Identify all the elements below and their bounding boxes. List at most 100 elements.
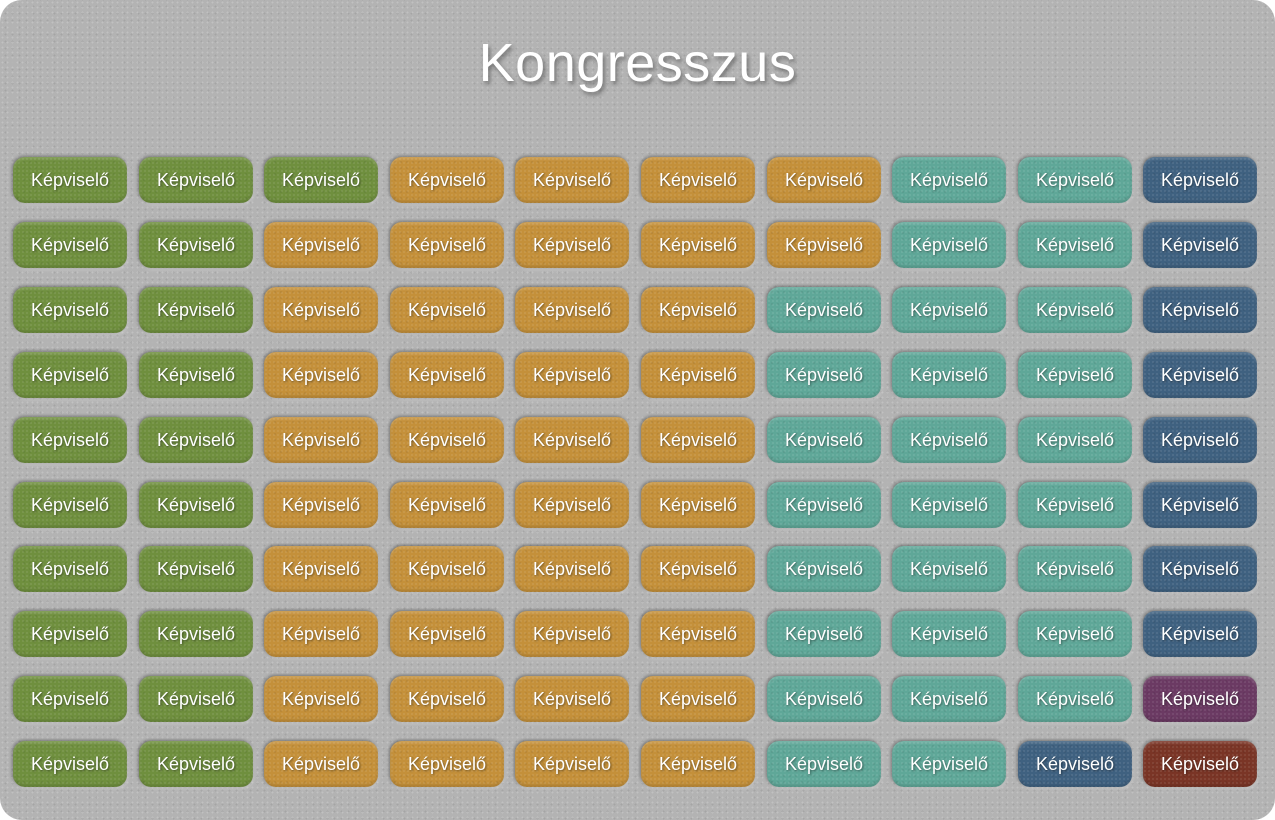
seat[interactable]: Képviselő (767, 741, 881, 787)
seat[interactable]: Képviselő (892, 222, 1006, 268)
seat[interactable]: Képviselő (264, 352, 378, 398)
seat[interactable]: Képviselő (641, 222, 755, 268)
seat[interactable]: Képviselő (390, 157, 504, 203)
seat[interactable]: Képviselő (264, 611, 378, 657)
seat[interactable]: Képviselő (139, 676, 253, 722)
seat[interactable]: Képviselő (1143, 611, 1257, 657)
seat[interactable]: Képviselő (13, 417, 127, 463)
seat[interactable]: Képviselő (264, 287, 378, 333)
seat[interactable]: Képviselő (641, 611, 755, 657)
seat[interactable]: Képviselő (767, 222, 881, 268)
seat[interactable]: Képviselő (1018, 222, 1132, 268)
seat[interactable]: Képviselő (515, 741, 629, 787)
seat[interactable]: Képviselő (892, 417, 1006, 463)
seat[interactable]: Képviselő (139, 482, 253, 528)
seat[interactable]: Képviselő (390, 611, 504, 657)
seat[interactable]: Képviselő (892, 287, 1006, 333)
seat[interactable]: Képviselő (515, 222, 629, 268)
seat[interactable]: Képviselő (264, 222, 378, 268)
seat[interactable]: Képviselő (139, 741, 253, 787)
seat[interactable]: Képviselő (1143, 741, 1257, 787)
seat[interactable]: Képviselő (390, 741, 504, 787)
seat[interactable]: Képviselő (13, 157, 127, 203)
seat[interactable]: Képviselő (515, 287, 629, 333)
seat[interactable]: Képviselő (1018, 611, 1132, 657)
seat[interactable]: Képviselő (139, 157, 253, 203)
seat[interactable]: Képviselő (390, 352, 504, 398)
seat[interactable]: Képviselő (13, 287, 127, 333)
seat[interactable]: Képviselő (264, 676, 378, 722)
seat[interactable]: Képviselő (892, 741, 1006, 787)
seat[interactable]: Képviselő (641, 352, 755, 398)
seat[interactable]: Képviselő (767, 287, 881, 333)
seat[interactable]: Képviselő (641, 741, 755, 787)
seat[interactable]: Képviselő (767, 417, 881, 463)
seat[interactable]: Képviselő (390, 676, 504, 722)
seat[interactable]: Képviselő (767, 546, 881, 592)
seat[interactable]: Képviselő (13, 676, 127, 722)
seat[interactable]: Képviselő (1143, 352, 1257, 398)
seat[interactable]: Képviselő (264, 546, 378, 592)
seat[interactable]: Képviselő (13, 482, 127, 528)
seat[interactable]: Képviselő (1143, 676, 1257, 722)
seat[interactable]: Képviselő (13, 611, 127, 657)
seat[interactable]: Képviselő (515, 676, 629, 722)
seat[interactable]: Képviselő (1018, 287, 1132, 333)
seat[interactable]: Képviselő (641, 417, 755, 463)
seat[interactable]: Képviselő (515, 157, 629, 203)
seat[interactable]: Képviselő (767, 611, 881, 657)
seat[interactable]: Képviselő (641, 482, 755, 528)
seat[interactable]: Képviselő (1018, 352, 1132, 398)
seat[interactable]: Képviselő (390, 482, 504, 528)
seat[interactable]: Képviselő (1143, 287, 1257, 333)
seat[interactable]: Képviselő (1143, 157, 1257, 203)
seat[interactable]: Képviselő (767, 157, 881, 203)
seat[interactable]: Képviselő (1018, 482, 1132, 528)
seat[interactable]: Képviselő (13, 546, 127, 592)
seat[interactable]: Képviselő (139, 222, 253, 268)
seat[interactable]: Képviselő (139, 546, 253, 592)
seat[interactable]: Képviselő (892, 676, 1006, 722)
seat[interactable]: Képviselő (13, 352, 127, 398)
seat[interactable]: Képviselő (390, 222, 504, 268)
seat[interactable]: Képviselő (641, 287, 755, 333)
seat[interactable]: Képviselő (767, 352, 881, 398)
seat[interactable]: Képviselő (264, 417, 378, 463)
seat[interactable]: Képviselő (264, 157, 378, 203)
seat[interactable]: Képviselő (13, 741, 127, 787)
seat[interactable]: Képviselő (1143, 222, 1257, 268)
seat[interactable]: Képviselő (767, 482, 881, 528)
seat[interactable]: Képviselő (139, 611, 253, 657)
seat[interactable]: Képviselő (515, 546, 629, 592)
seat[interactable]: Képviselő (264, 741, 378, 787)
seat[interactable]: Képviselő (1143, 546, 1257, 592)
seat[interactable]: Képviselő (1143, 417, 1257, 463)
seat[interactable]: Képviselő (767, 676, 881, 722)
seat[interactable]: Képviselő (892, 482, 1006, 528)
seat[interactable]: Képviselő (139, 352, 253, 398)
seat[interactable]: Képviselő (1018, 157, 1132, 203)
seat[interactable]: Képviselő (641, 676, 755, 722)
seat[interactable]: Képviselő (892, 157, 1006, 203)
seat[interactable]: Képviselő (1018, 741, 1132, 787)
seat[interactable]: Képviselő (1143, 482, 1257, 528)
seat[interactable]: Képviselő (1018, 417, 1132, 463)
seat[interactable]: Képviselő (139, 287, 253, 333)
seat[interactable]: Képviselő (515, 417, 629, 463)
seat[interactable]: Képviselő (139, 417, 253, 463)
seat[interactable]: Képviselő (390, 417, 504, 463)
seat[interactable]: Képviselő (1018, 676, 1132, 722)
seat[interactable]: Képviselő (641, 157, 755, 203)
seat[interactable]: Képviselő (390, 287, 504, 333)
seat[interactable]: Képviselő (892, 611, 1006, 657)
seat[interactable]: Képviselő (264, 482, 378, 528)
seat[interactable]: Képviselő (515, 352, 629, 398)
seat[interactable]: Képviselő (515, 611, 629, 657)
seat[interactable]: Képviselő (515, 482, 629, 528)
seat[interactable]: Képviselő (1018, 546, 1132, 592)
seat[interactable]: Képviselő (641, 546, 755, 592)
seat[interactable]: Képviselő (13, 222, 127, 268)
seat[interactable]: Képviselő (892, 352, 1006, 398)
seat[interactable]: Képviselő (892, 546, 1006, 592)
seat[interactable]: Képviselő (390, 546, 504, 592)
